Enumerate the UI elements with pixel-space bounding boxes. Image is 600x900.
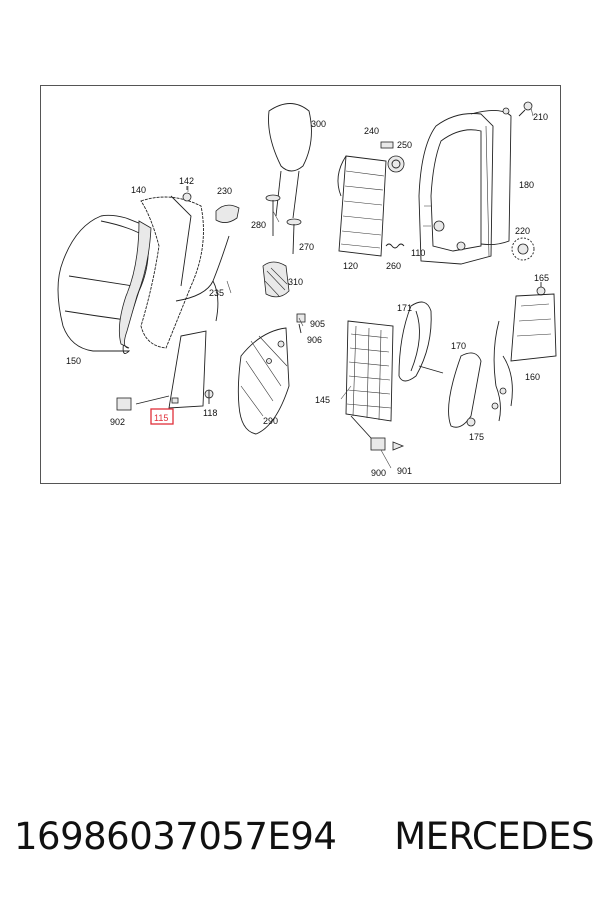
part-270-guide: [286, 218, 302, 255]
label-210: 210: [533, 112, 548, 122]
label-260: 260: [386, 261, 401, 271]
label-290: 290: [263, 416, 278, 426]
label-171: 171: [397, 303, 412, 313]
part-165-clip: [536, 282, 546, 296]
part-230-handle: [215, 204, 240, 223]
label-145: 145: [315, 395, 330, 405]
label-170: 170: [451, 341, 466, 351]
label-250: 250: [397, 140, 412, 150]
part-290-frame: [237, 327, 290, 435]
part-175-connector: [466, 417, 476, 427]
part-171-pad: [398, 301, 444, 382]
part-900-connector: [370, 437, 386, 451]
part-120-lumbar-mat: [337, 155, 387, 257]
part-160-back-panel: [510, 293, 557, 362]
part-150-backrest-cushion: [57, 214, 152, 354]
part-240-fastener: [380, 141, 394, 149]
part-280-guide: [265, 194, 281, 236]
part-142-clip: [182, 186, 192, 202]
label-906: 906: [307, 335, 322, 345]
part-310-motor: [262, 261, 290, 298]
label-175: 175: [469, 432, 484, 442]
part-110-backrest-frame: [418, 113, 494, 265]
part-180-rod: [470, 107, 512, 246]
part-118-screw: [204, 389, 214, 404]
label-140: 140: [131, 185, 146, 195]
label-900: 900: [371, 468, 386, 478]
part-115-panel: [135, 330, 207, 409]
label-110: 110: [411, 248, 425, 258]
part-250-ring: [387, 155, 405, 173]
part-902-connector: [116, 397, 132, 411]
part-145-seat-mat: [345, 320, 394, 439]
label-220: 220: [515, 226, 530, 236]
leader-lines: [187, 107, 534, 469]
highlight-box-115: [150, 408, 174, 425]
label-180: 180: [519, 180, 534, 190]
label-142: 142: [179, 176, 194, 186]
label-280: 280: [251, 220, 266, 230]
part-140-backrest-shell: [140, 195, 204, 349]
label-118: 118: [203, 408, 217, 418]
label-235: 235: [209, 288, 224, 298]
label-230: 230: [217, 186, 232, 196]
part-210-screw: [518, 101, 533, 117]
part-300-headrest: [268, 103, 312, 219]
label-160: 160: [525, 372, 540, 382]
part-260-spring: [385, 243, 405, 249]
part-labels: 300 240 250 210 140 142 230 180 280 270 …: [66, 112, 549, 478]
part-220-gear: [511, 237, 535, 261]
label-300: 300: [311, 119, 326, 129]
part-number: 16986037057E94: [14, 814, 337, 858]
part-170-side-trim: [448, 320, 513, 428]
label-150: 150: [66, 356, 81, 366]
label-905: 905: [310, 319, 325, 329]
part-235-cable: [175, 235, 230, 322]
label-901: 901: [397, 466, 412, 476]
label-115: 115: [154, 413, 168, 423]
brand-name: MERCEDES: [394, 814, 594, 858]
label-120: 120: [343, 261, 358, 271]
label-310: 310: [288, 277, 303, 287]
part-901-terminal: [392, 441, 405, 451]
label-270: 270: [299, 242, 314, 252]
footer-caption: 16986037057E94 MERCEDES: [14, 806, 594, 866]
seat-backrest-drawing: 300 240 250 210 140 142 230 180 280 270 …: [57, 101, 557, 478]
label-902: 902: [110, 417, 125, 427]
part-905-906-bolt: [296, 313, 306, 334]
label-240: 240: [364, 126, 379, 136]
exploded-parts-diagram: 300 240 250 210 140 142 230 180 280 270 …: [40, 85, 561, 484]
label-165: 165: [534, 273, 549, 283]
